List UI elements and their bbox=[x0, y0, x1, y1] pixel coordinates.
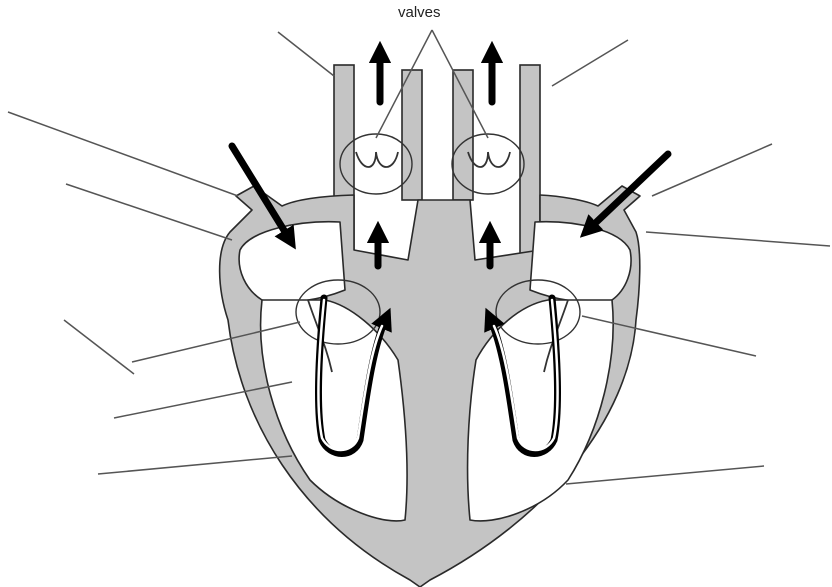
leader-line-6 bbox=[646, 232, 830, 246]
leader-line-7 bbox=[64, 320, 134, 374]
aortic-valve-flaps bbox=[468, 152, 510, 167]
leader-line-3 bbox=[8, 112, 238, 196]
leader-line-10 bbox=[98, 456, 292, 474]
pulmonary-valve-flaps bbox=[356, 152, 398, 167]
vessel-left-inner bbox=[402, 70, 422, 200]
valves-label: valves bbox=[398, 4, 441, 21]
leader-line-2 bbox=[552, 40, 628, 86]
leader-line-4 bbox=[66, 184, 232, 240]
leader-line-1 bbox=[278, 32, 334, 76]
leader-line-12 bbox=[566, 466, 764, 484]
